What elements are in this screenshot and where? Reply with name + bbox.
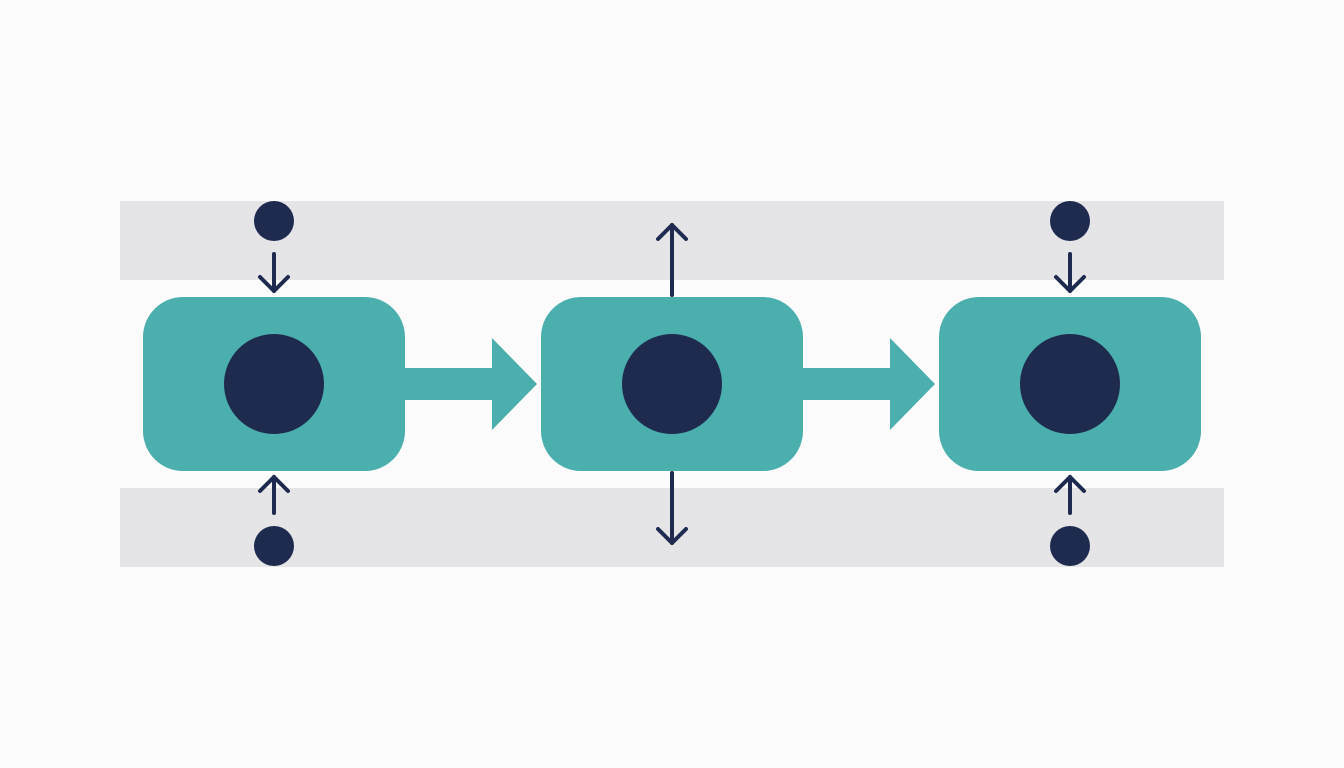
node-3-bottom-source-dot-icon [1050, 526, 1090, 566]
node-1-top-inbound-arrow-icon-head [258, 275, 290, 293]
node-3-top-inbound-arrow-icon [1054, 252, 1086, 293]
node-1-core-dot-icon [224, 334, 324, 434]
node-3 [939, 297, 1201, 471]
node-3-bottom-inbound-arrow-icon-head [1054, 475, 1086, 493]
node-1-bottom-inbound-arrow-icon [258, 475, 290, 515]
flow-node-2-to-node-3-arrow-icon [801, 338, 935, 430]
node-2-top-outbound-arrow-icon [656, 223, 688, 297]
node-2-core-dot-icon [622, 334, 722, 434]
node-2-bottom-outbound-arrow-icon-head [656, 527, 688, 545]
node-3-bottom-inbound-arrow-icon [1054, 475, 1086, 515]
node-1-top-source-dot-icon [254, 201, 294, 241]
node-2 [541, 297, 803, 471]
node-1 [143, 297, 405, 471]
node-1-top-inbound-arrow-icon [258, 252, 290, 293]
node-2-top-outbound-arrow-icon-head [656, 223, 688, 241]
flow-node-1-to-node-2-arrow-icon [403, 338, 537, 430]
node-3-core-dot-icon [1020, 334, 1120, 434]
node-1-bottom-source-dot-icon [254, 526, 294, 566]
node-1-bottom-inbound-arrow-icon-head [258, 475, 290, 493]
node-3-top-inbound-arrow-icon-head [1054, 275, 1086, 293]
node-3-top-source-dot-icon [1050, 201, 1090, 241]
node-2-bottom-outbound-arrow-icon [656, 471, 688, 545]
